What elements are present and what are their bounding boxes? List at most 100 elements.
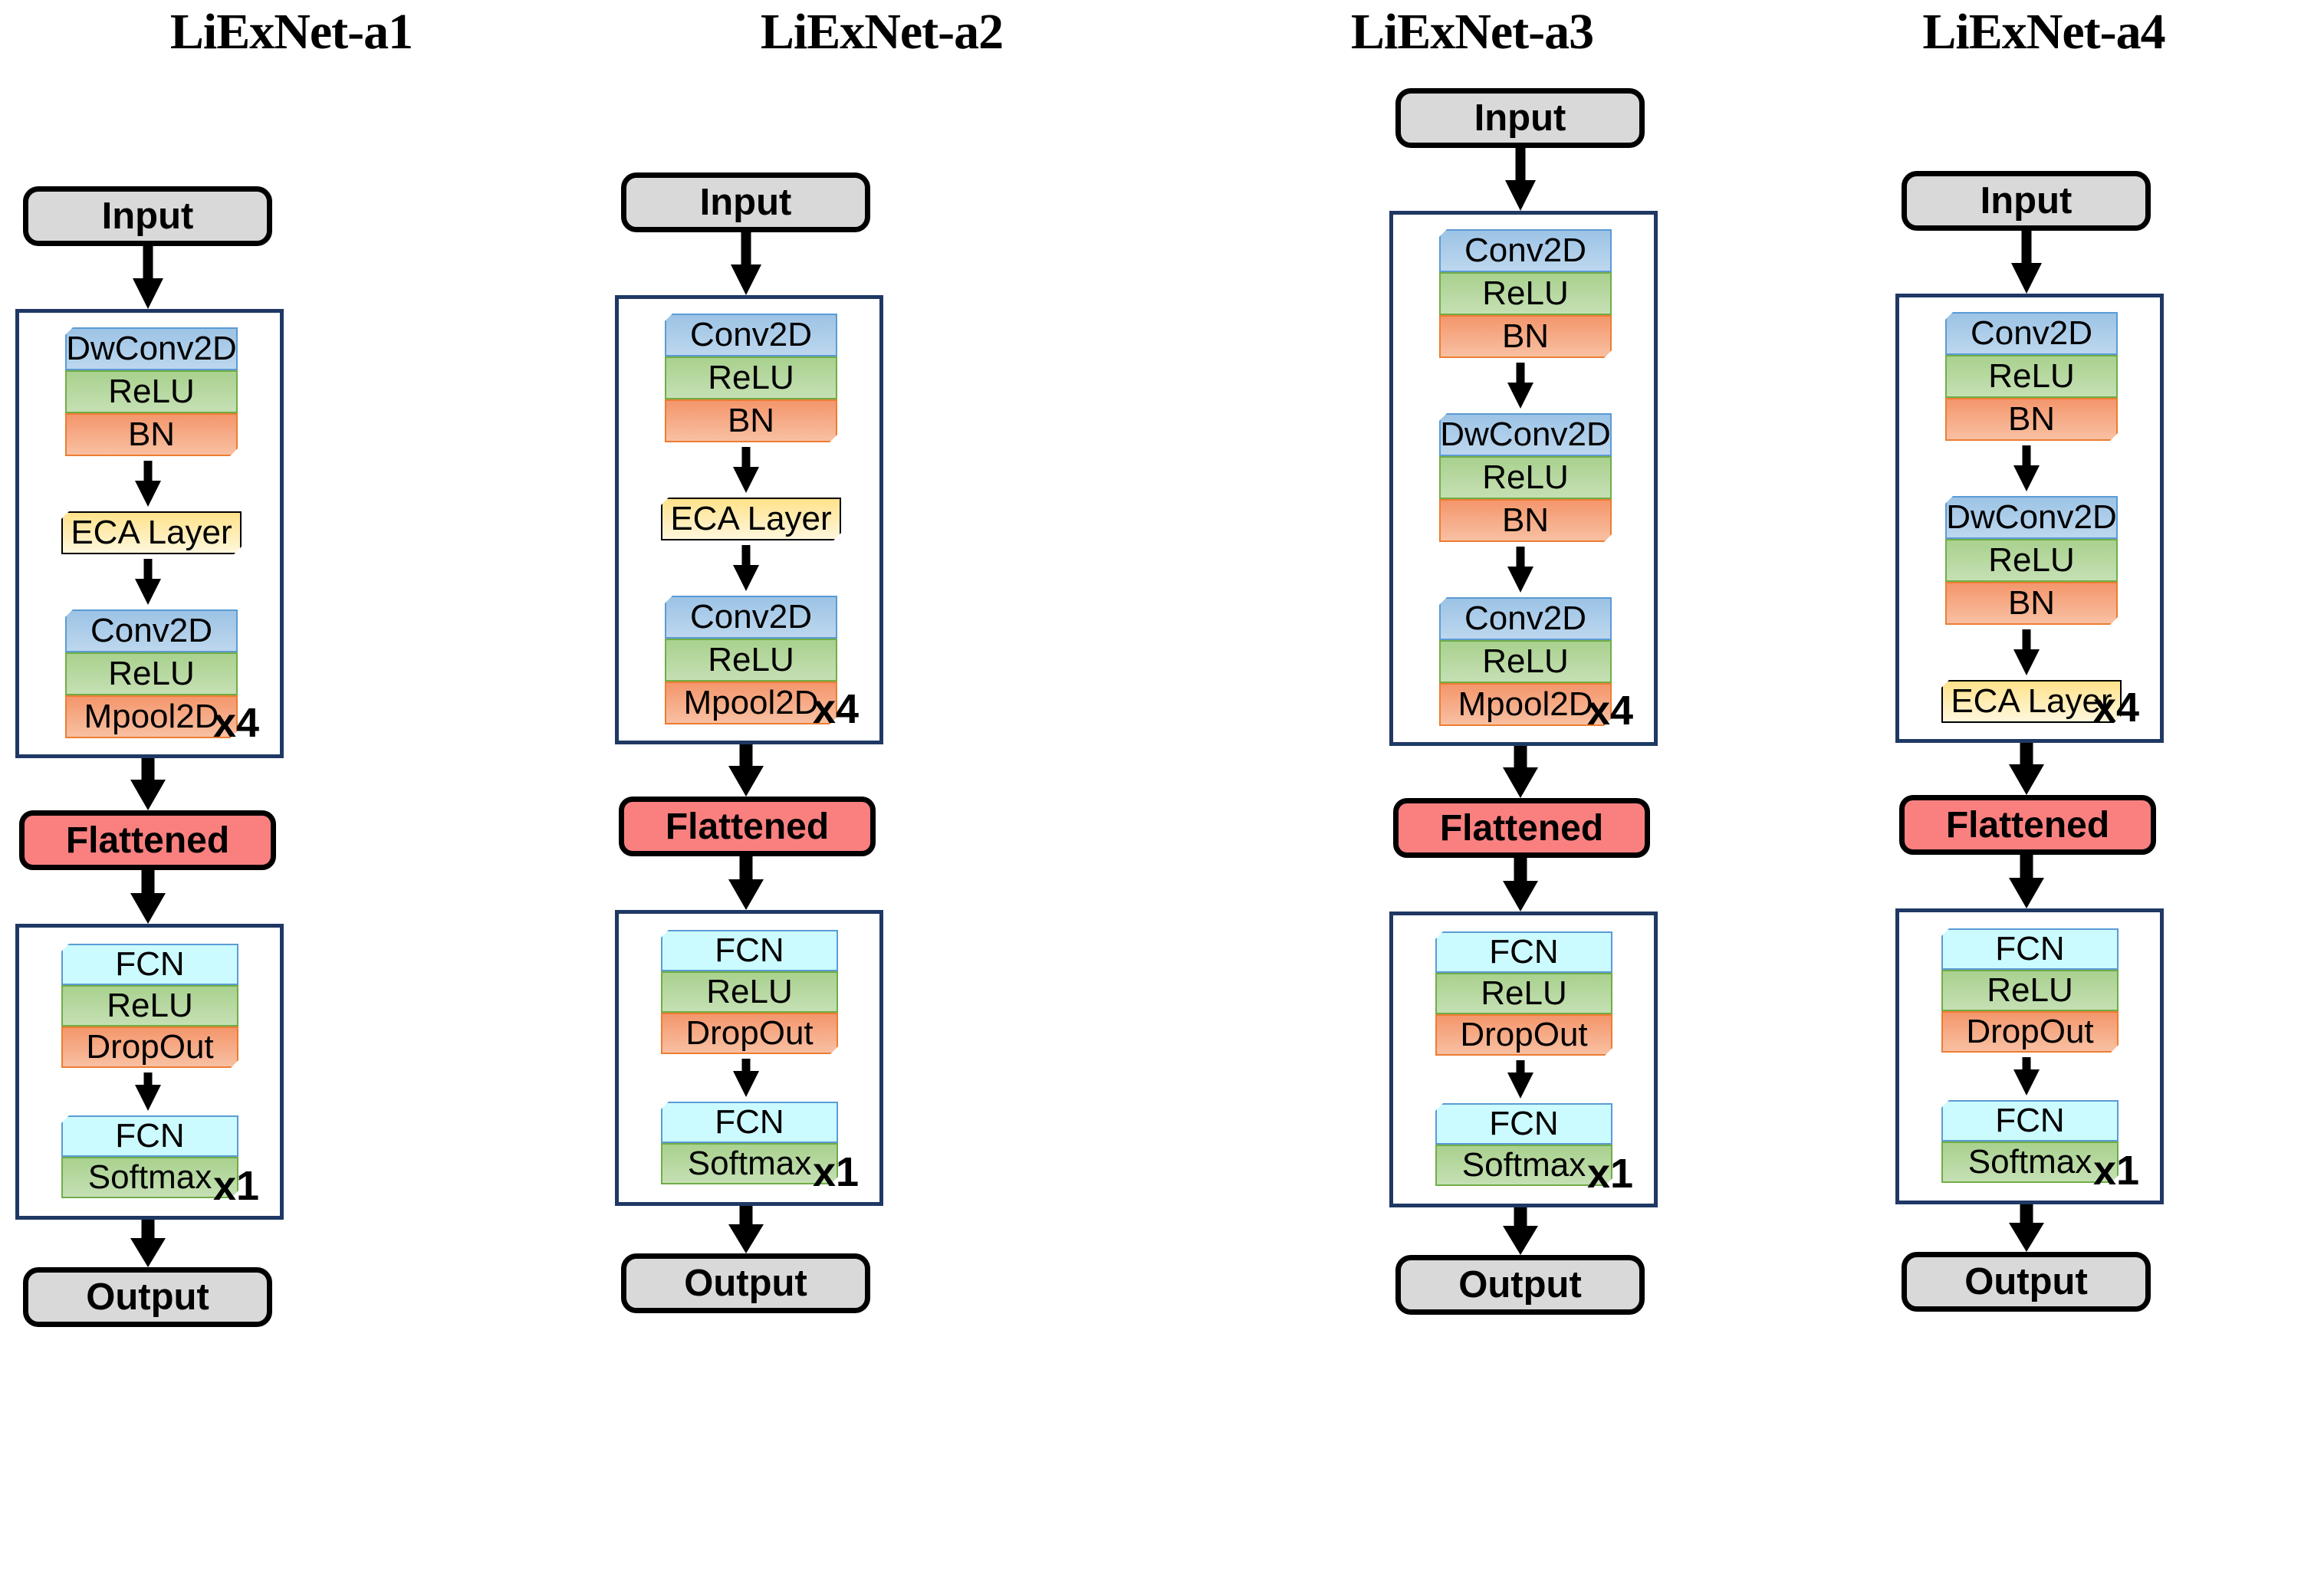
arrow-input-to-feature-block <box>2010 231 2042 294</box>
layer-stack: ECA Layer <box>1941 680 2122 723</box>
layer-bar-mpool2d: Mpool2D <box>1439 683 1612 726</box>
arrow-feature-to-flattened <box>728 744 764 797</box>
layer-bar-bn: BN <box>1945 582 2118 625</box>
input-box: Input <box>1902 171 2151 231</box>
arrow-flattened-to-classifier <box>2008 855 2044 908</box>
layer-bar-relu: ReLU <box>65 370 238 413</box>
layer-bar-bn: BN <box>1439 315 1612 358</box>
layer-bar-conv2d: Conv2D <box>65 609 238 652</box>
flattened-box: Flattened <box>619 797 876 856</box>
arrow-flattened-to-classifier <box>130 870 166 924</box>
output-box: Output <box>621 1253 870 1313</box>
layer-bar-conv2d: Conv2D <box>665 596 837 639</box>
layer-bar-fcn: FCN <box>1941 1100 2119 1141</box>
input-box: Input <box>23 186 272 246</box>
input-box: Input <box>621 172 870 232</box>
arrow-inner-feature-0 <box>134 461 161 507</box>
arrow-classifier-to-output <box>130 1220 166 1267</box>
layer-bar-fcn: FCN <box>661 930 838 971</box>
classifier-block-multiplier: x1 <box>2093 1148 2140 1194</box>
layer-bar-conv2d: Conv2D <box>1945 312 2118 355</box>
layer-bar-dropout: DropOut <box>61 1027 238 1068</box>
layer-bar-dropout: DropOut <box>661 1013 838 1054</box>
layer-bar-relu: ReLU <box>61 985 238 1027</box>
feature-block-multiplier: x4 <box>1587 688 1634 734</box>
layer-bar-dropout: DropOut <box>1435 1014 1612 1056</box>
arrow-inner-feature-1 <box>134 559 161 605</box>
layer-bar-bn: BN <box>1439 499 1612 542</box>
layer-bar-relu: ReLU <box>665 639 837 682</box>
layer-bar-eca-layer: ECA Layer <box>661 498 841 540</box>
output-box: Output <box>23 1267 272 1327</box>
layer-bar-eca-layer: ECA Layer <box>1941 680 2122 723</box>
arrow-input-to-feature-block <box>730 232 761 295</box>
layer-bar-softmax: Softmax <box>1435 1145 1612 1186</box>
layer-bar-relu: ReLU <box>1439 640 1612 683</box>
arrow-classifier-to-output <box>1502 1207 1538 1255</box>
arrow-feature-to-flattened <box>2008 743 2044 795</box>
input-box: Input <box>1395 88 1645 148</box>
feature-block-multiplier: x4 <box>2093 685 2140 731</box>
flattened-box: Flattened <box>1393 798 1650 858</box>
layer-bar-relu: ReLU <box>1439 456 1612 499</box>
layer-bar-conv2d: Conv2D <box>1439 229 1612 272</box>
layer-bar-relu: ReLU <box>1435 973 1612 1014</box>
layer-bar-bn: BN <box>1945 398 2118 441</box>
arrow-classifier-to-output <box>728 1206 764 1253</box>
layer-bar-relu: ReLU <box>665 356 837 399</box>
layer-stack: ECA Layer <box>61 511 242 554</box>
layer-bar-mpool2d: Mpool2D <box>665 682 837 724</box>
layer-bar-fcn: FCN <box>1435 1103 1612 1145</box>
arrow-feature-to-flattened <box>1502 746 1538 798</box>
arrow-feature-to-flattened <box>130 758 166 810</box>
layer-bar-dropout: DropOut <box>1941 1011 2119 1053</box>
arrow-inner-feature-1 <box>2013 629 2040 675</box>
arrow-inner-classifier-0 <box>1507 1060 1533 1099</box>
classifier-block-multiplier: x1 <box>213 1163 260 1209</box>
classifier-block-multiplier: x1 <box>813 1149 860 1195</box>
layer-bar-relu: ReLU <box>1439 272 1612 315</box>
layer-bar-relu: ReLU <box>1941 970 2119 1011</box>
layer-bar-fcn: FCN <box>1941 928 2119 970</box>
layer-bar-relu: ReLU <box>1945 539 2118 582</box>
feature-block-multiplier: x4 <box>813 686 860 732</box>
layer-bar-bn: BN <box>65 413 238 456</box>
arrow-inner-feature-0 <box>1507 363 1533 409</box>
arrow-inner-feature-1 <box>1507 547 1533 593</box>
layer-bar-fcn: FCN <box>61 1115 238 1157</box>
arrow-inner-classifier-0 <box>134 1072 161 1111</box>
output-box: Output <box>1395 1255 1645 1315</box>
layer-bar-softmax: Softmax <box>61 1157 238 1198</box>
classifier-block-multiplier: x1 <box>1587 1151 1634 1197</box>
layer-bar-conv2d: Conv2D <box>665 314 837 356</box>
arrow-inner-classifier-0 <box>2013 1057 2040 1095</box>
arrow-input-to-feature-block <box>1504 148 1536 211</box>
arrow-flattened-to-classifier <box>1502 858 1538 912</box>
flattened-box: Flattened <box>19 810 276 870</box>
layer-bar-dwconv2d: DwConv2D <box>65 327 238 370</box>
layer-bar-fcn: FCN <box>61 944 238 985</box>
column-title: LiExNet-a4 <box>1922 4 2165 60</box>
layer-bar-dwconv2d: DwConv2D <box>1439 413 1612 456</box>
arrow-inner-feature-0 <box>2013 445 2040 491</box>
arrow-inner-feature-1 <box>732 545 759 591</box>
layer-bar-mpool2d: Mpool2D <box>65 695 238 738</box>
arrow-flattened-to-classifier <box>728 856 764 910</box>
